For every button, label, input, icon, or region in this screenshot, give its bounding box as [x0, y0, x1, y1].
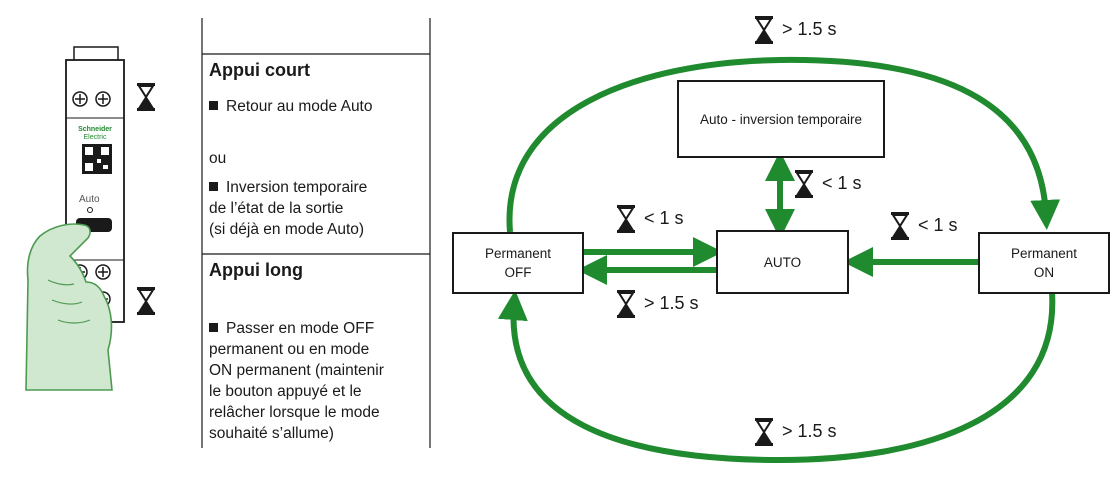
hourglass-icon: [890, 212, 910, 240]
short-press-title: Appui court: [209, 60, 310, 80]
short-press-or: ou: [209, 150, 227, 167]
state-temp-inversion-label: Auto - inversion temporaire: [699, 111, 863, 127]
instruction-table-lines: [201, 18, 431, 448]
short-press-item-2-line-1: Inversion temporaire: [226, 179, 368, 196]
timer-auto-to-inversion: < 1 s: [822, 173, 862, 193]
long-press-line-5: relâcher lorsque le mode: [209, 404, 380, 421]
short-press-item-2-line-3: (si déjà en mode Auto): [209, 221, 365, 238]
device-brand-logo: Schneider Electric: [72, 126, 118, 142]
timer-auto-to-off: > 1.5 s: [644, 293, 699, 313]
long-press-line-2: permanent ou en mode: [209, 341, 370, 358]
timer-on-to-auto: < 1 s: [918, 215, 958, 235]
bullet-square: [209, 182, 218, 191]
hourglass-icon: [616, 290, 636, 318]
state-permanent-on: Permanent ON: [978, 232, 1110, 294]
long-press-item: Passer en mode OFF permanent ou en mode …: [209, 318, 384, 444]
hourglass-icon: [136, 287, 156, 315]
long-press-title: Appui long: [209, 260, 303, 280]
state-on-line-2: ON: [1033, 265, 1055, 280]
timer-top-loop: > 1.5 s: [782, 19, 837, 39]
timer-off-to-auto: < 1 s: [644, 208, 684, 228]
hourglass-icon: [754, 418, 774, 446]
state-off-line-1: Permanent: [484, 246, 552, 261]
hourglass-icon: [794, 170, 814, 198]
device-mode-label: Auto: [79, 194, 100, 205]
long-press-line-3: ON permanent (maintenir: [209, 362, 384, 379]
bullet-square: [209, 101, 218, 110]
long-press-line-1: Passer en mode OFF: [226, 320, 375, 337]
long-press-line-4: le bouton appuyé et le: [209, 383, 362, 400]
finger-lines: [47, 279, 91, 324]
state-temp-inversion: Auto - inversion temporaire: [677, 80, 885, 158]
timer-bottom-loop: > 1.5 s: [782, 421, 837, 441]
state-auto-label: AUTO: [763, 254, 802, 270]
short-press-item-2-line-2: de l’état de la sortie: [209, 200, 344, 217]
brand-line-1: Schneider: [78, 126, 112, 133]
loop-arrows: [497, 56, 1061, 464]
state-on-line-1: Permanent: [1010, 246, 1078, 261]
state-auto: AUTO: [716, 230, 849, 294]
long-press-line-6: souhaité s’allume): [209, 425, 334, 442]
hourglass-icon: [616, 205, 636, 233]
short-press-item-1: Retour au mode Auto: [209, 96, 373, 117]
bullet-square: [209, 323, 218, 332]
hourglass-icon: [136, 83, 156, 111]
short-press-item-2: Inversion temporaire de l’état de la sor…: [209, 177, 367, 240]
hand-illustration: [25, 223, 113, 391]
state-off-line-2: OFF: [504, 265, 532, 280]
hourglass-icon: [754, 16, 774, 44]
state-permanent-off: Permanent OFF: [452, 232, 584, 294]
short-press-item-1-text: Retour au mode Auto: [226, 98, 373, 115]
brand-line-2: Electric: [83, 134, 107, 141]
